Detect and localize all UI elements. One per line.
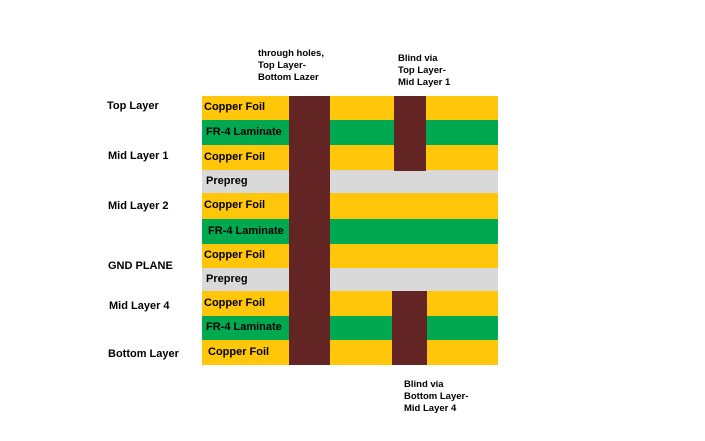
through-hole-note-line-1: through holes,: [258, 48, 324, 59]
layer-copper-3: [202, 145, 498, 170]
layer-label-11: Copper Foil: [208, 345, 270, 358]
blind-via-bottom-note-line-2: Bottom Layer-: [404, 391, 469, 402]
through-hole-via: [289, 96, 330, 365]
layer-copper-7: [202, 244, 498, 268]
layer-laminate-6: [202, 219, 498, 244]
layer-copper-11: [202, 340, 498, 365]
layer-label-1: Copper Foil: [204, 101, 266, 113]
layer-label-8: Prepreg: [206, 272, 248, 285]
blind-via-bottom-note-line-3: Mid Layer 4: [404, 403, 457, 414]
layer-label-6: FR-4 Laminate: [208, 224, 284, 237]
layer-laminate-10: [202, 316, 498, 340]
blind-via-top: [394, 96, 426, 171]
layer-laminate-2: [202, 120, 498, 145]
blind-via-bottom: [392, 291, 427, 365]
label-gnd-plane: GND PLANE: [108, 260, 173, 272]
layer-copper-1: [202, 96, 498, 120]
label-mid-layer-2: Mid Layer 2: [108, 200, 169, 212]
layer-prepreg-4: [202, 170, 498, 193]
through-hole-note-line-3: Bottom Lazer: [258, 72, 319, 83]
label-top-layer: Top Layer: [107, 100, 159, 112]
layer-copper-9: [202, 291, 498, 316]
layer-label-3: Copper Foil: [204, 150, 266, 163]
layer-prepreg-8: [202, 268, 498, 291]
label-mid-layer-1: Mid Layer 1: [108, 150, 169, 162]
blind-via-bottom-note-line-1: Blind via: [404, 379, 444, 390]
blind-via-top-note-line-2: Top Layer-: [398, 65, 446, 76]
layer-label-10: FR-4 Laminate: [206, 321, 282, 333]
label-mid-layer-4: Mid Layer 4: [109, 300, 170, 312]
layer-label-2: FR-4 Laminate: [206, 125, 282, 138]
blind-via-top-note-line-3: Mid Layer 1: [398, 77, 451, 88]
layer-label-9: Copper Foil: [204, 296, 266, 309]
blind-via-top-note-line-1: Blind via: [398, 53, 438, 64]
blind-via-bottom-note: Blind via Bottom Layer- Mid Layer 4: [404, 379, 468, 415]
blind-via-top-note: Blind via Top Layer- Mid Layer 1: [398, 53, 450, 89]
through-hole-note-line-2: Top Layer-: [258, 60, 306, 71]
label-bottom-layer: Bottom Layer: [108, 348, 179, 360]
through-hole-note: through holes, Top Layer- Bottom Lazer: [258, 48, 324, 84]
layer-copper-5: [202, 193, 498, 219]
layer-label-4: Prepreg: [206, 174, 248, 187]
layer-label-7: Copper Foil: [204, 249, 266, 261]
layer-label-5: Copper Foil: [204, 199, 266, 211]
